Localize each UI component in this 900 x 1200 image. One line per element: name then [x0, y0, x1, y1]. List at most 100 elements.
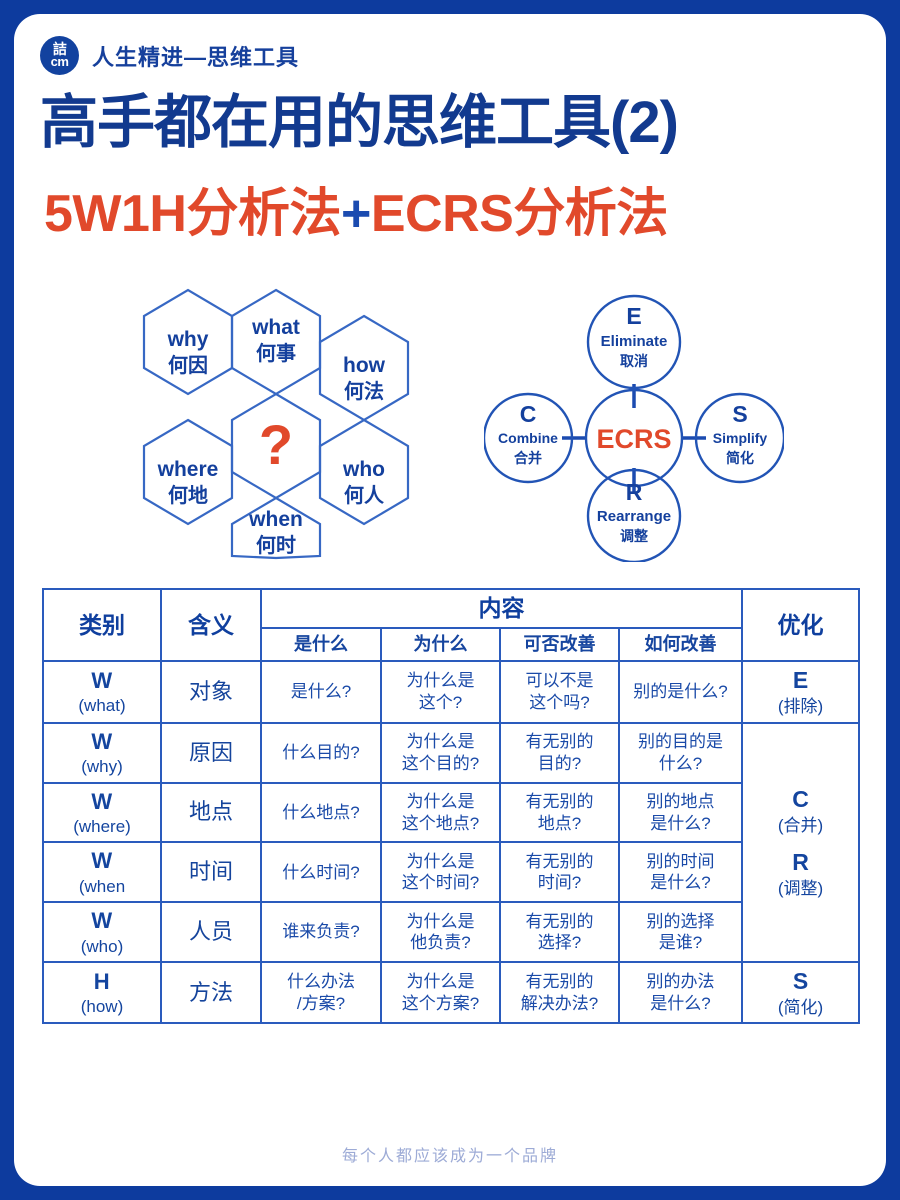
category-letter: W	[91, 668, 113, 694]
hex-where-en: where	[157, 458, 219, 481]
ecrs-center-label: ECRS	[596, 424, 671, 454]
cell-category: W(what)	[42, 660, 162, 724]
hexagon-svg: what 何事 why 何因 how 何法 where 何地 who 何人 wh…	[142, 288, 410, 560]
category-letter: W	[91, 908, 113, 934]
table-row: W(who)人员谁来负责?为什么是他负责?有无别的选择?别的选择是谁?	[42, 901, 859, 964]
page-subtitle: 5W1H分析法+ECRS分析法	[44, 185, 864, 243]
cell-content-1: 什么目的?	[260, 721, 382, 784]
hex-who-en: who	[342, 458, 385, 481]
cell-content-3: 有无别的目的?	[499, 721, 620, 784]
category-letter: W	[91, 848, 113, 874]
poster-sheet: 詰 cm 人生精进—思维工具 高手都在用的思维工具(2) 5W1H分析法+ECR…	[14, 14, 886, 1186]
th-meaning: 含义	[160, 587, 262, 663]
th-sub-canfix: 可否改善	[499, 627, 620, 663]
cell-category: H(how)	[42, 961, 162, 1025]
table-row: H(how)方法什么办法/方案?为什么是这个方案?有无别的解决办法?别的办法是什…	[42, 961, 860, 1025]
cell-meaning: 原因	[160, 721, 262, 784]
cell-content-3: 有无别的时间?	[499, 841, 620, 904]
ecrs-node-e	[586, 294, 682, 390]
5w1h-ecrs-table: 类别 含义 内容 优化 是什么 为什么 可否改善 如何改善 W(what)对象是…	[42, 587, 860, 1025]
hex-how-cn: 何法	[344, 379, 384, 403]
hex-why	[142, 288, 234, 396]
ecrs-r-cn: 调整	[620, 528, 649, 544]
ecrs-e-cn: 取消	[620, 353, 648, 369]
cell-content-4: 别的时间是什么?	[618, 841, 743, 904]
table-row: W(why)原因什么目的?为什么是这个目的?有无别的目的?别的目的是什么?C(合…	[42, 721, 860, 964]
ecrs-e-en: Eliminate	[601, 333, 668, 350]
cell-content-4: 别的目的是什么?	[618, 721, 743, 784]
cell-content-2: 为什么是这个地点?	[380, 781, 501, 844]
table-header-row-2: 是什么 为什么 可否改善 如何改善	[43, 627, 859, 663]
cell-content-2: 为什么是这个方案?	[380, 961, 501, 1025]
cell-content-4: 别的办法是什么?	[618, 961, 743, 1025]
hex-center-question: ?	[259, 413, 293, 476]
ecrs-node-c	[482, 392, 574, 484]
cell-meaning: 地点	[160, 781, 262, 844]
brand-header: 詰 cm 人生精进—思维工具	[40, 36, 299, 75]
th-sub-what: 是什么	[260, 627, 382, 663]
ecrs-circle-diagram: E Eliminate 取消 C Combine 合并 S Simplify 简…	[482, 290, 786, 564]
cell-content-1: 谁来负责?	[260, 901, 382, 964]
ecrs-s-cn: 简化	[726, 450, 754, 466]
cell-meaning: 方法	[160, 961, 262, 1025]
ecrs-e-letter: E	[626, 303, 641, 329]
hex-why-en: why	[167, 328, 209, 351]
cell-content-2: 为什么是这个时间?	[380, 841, 501, 904]
subtitle-left: 5W1H分析法	[44, 185, 341, 243]
subtitle-right: ECRS分析法	[370, 185, 668, 243]
th-optimize: 优化	[741, 587, 860, 663]
footer-tagline: 每个人都应该成为一个品牌	[341, 1148, 558, 1165]
brand-name: 人生精进—思维工具	[92, 44, 300, 70]
hex-who-cn: 何人	[344, 483, 385, 507]
cell-optimize-cr: C(合并) R(调整)	[741, 721, 860, 964]
hex-why-cn: 何因	[168, 353, 208, 377]
diagram-row: what 何事 why 何因 how 何法 where 何地 who 何人 wh…	[14, 276, 886, 568]
th-category: 类别	[42, 587, 162, 663]
cell-optimize-s: S(简化)	[741, 961, 860, 1025]
optimize-entry: R(调整)	[746, 848, 855, 899]
hex-when-en: when	[248, 508, 303, 531]
cell-category: W(when	[42, 841, 162, 904]
cell-content-1: 什么地点?	[260, 781, 382, 844]
ecrs-s-letter: S	[732, 401, 747, 427]
table-header-row-1: 类别 含义 内容 优化	[42, 587, 860, 663]
5w1h-hexagon-diagram: what 何事 why 何因 how 何法 where 何地 who 何人 wh…	[126, 284, 426, 564]
hex-who	[318, 418, 410, 526]
ecrs-c-cn: 合并	[514, 450, 542, 466]
table-body: W(what)对象是什么?为什么是这个?可以不是这个吗?别的是什么?E(排除)W…	[42, 660, 860, 1025]
hex-how-en: how	[343, 354, 386, 377]
hex-when	[230, 496, 322, 560]
category-letter: W	[91, 788, 113, 814]
logo-line-1: 詰	[52, 40, 67, 57]
optimize-entry: C(合并)	[746, 785, 855, 836]
page-title: 高手都在用的思维工具(2)	[40, 90, 679, 155]
ecrs-c-en: Combine	[498, 430, 558, 446]
optimize-letter: S	[792, 968, 809, 995]
ecrs-svg: E Eliminate 取消 C Combine 合并 S Simplify 简…	[482, 294, 786, 564]
cell-content-1: 什么办法/方案?	[260, 961, 382, 1025]
ecrs-r-en: Rearrange	[597, 508, 671, 525]
cell-content-1: 什么时间?	[260, 841, 382, 904]
cell-meaning: 人员	[160, 901, 262, 964]
optimize-letter: R	[792, 849, 809, 876]
cell-content-4: 别的选择是谁?	[618, 901, 743, 964]
cell-content-3: 有无别的解决办法?	[499, 961, 620, 1025]
hex-what-cn: 何事	[256, 341, 296, 365]
table-row: W(what)对象是什么?为什么是这个?可以不是这个吗?别的是什么?E(排除)	[42, 660, 860, 724]
cell-meaning: 时间	[160, 841, 262, 904]
cell-optimize-e: E(排除)	[741, 660, 860, 724]
ecrs-s-en: Simplify	[713, 430, 768, 446]
cell-content-1: 是什么?	[260, 660, 382, 724]
optimize-letter: E	[792, 667, 809, 694]
logo-line-2: cm	[50, 53, 69, 69]
analysis-table: 类别 含义 内容 优化 是什么 为什么 可否改善 如何改善 W(what)对象是…	[42, 587, 860, 1025]
cell-content-2: 为什么是这个目的?	[380, 721, 501, 784]
th-sub-howfix: 如何改善	[618, 627, 743, 663]
category-letter: H	[93, 968, 111, 994]
ecrs-node-center	[584, 388, 684, 488]
cell-content-2: 为什么是这个?	[380, 660, 501, 724]
cell-content-3: 有无别的地点?	[499, 781, 620, 844]
hex-what	[230, 288, 322, 396]
hex-what-en: what	[251, 316, 300, 339]
